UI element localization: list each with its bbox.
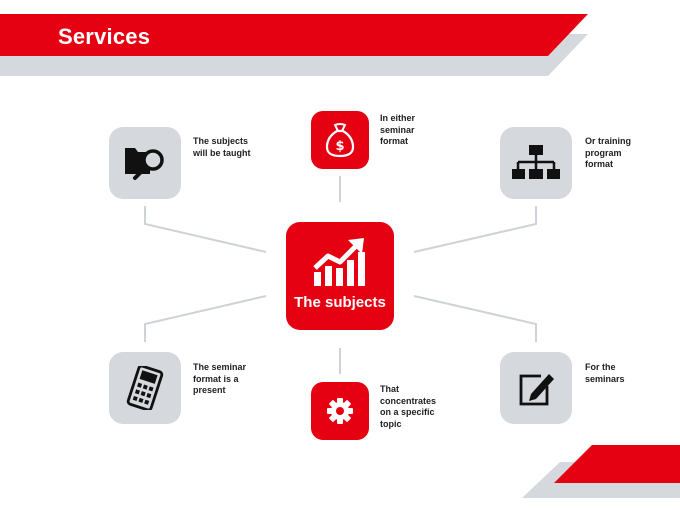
node-bottom-right-text: For the seminars [585,362,625,384]
node-bottom-left-tile [109,352,181,424]
growth-chart-icon [313,238,365,286]
node-bottom-left-text: The seminar format is a present [193,362,247,395]
node-bottom-right-tile [500,352,572,424]
page-title: Services [58,24,151,49]
svg-text:$: $ [335,139,344,154]
corner-decoration [522,445,680,498]
calculator-icon [126,366,164,410]
node-top-left-text: The subjects will be taught [193,136,251,158]
org-chart-icon [512,145,560,179]
node-top-center-text: In either seminar format [380,113,416,146]
header-banner [0,14,588,76]
node-top-right-text: Or training program format [585,136,632,169]
node-bottom-center-text: That concentrates on a specific topic [380,384,437,429]
money-bag-icon: $ [325,123,355,158]
center-hub: The subjects [286,222,394,330]
node-top-left-tile [109,127,181,199]
search-folder-icon [125,148,164,180]
node-top-right-tile [500,127,572,199]
node-bottom-center-tile [311,382,369,440]
gear-icon [327,398,353,424]
center-label: The subjects [294,294,386,311]
edit-icon [519,374,554,406]
node-top-center-tile: $ [311,111,369,169]
